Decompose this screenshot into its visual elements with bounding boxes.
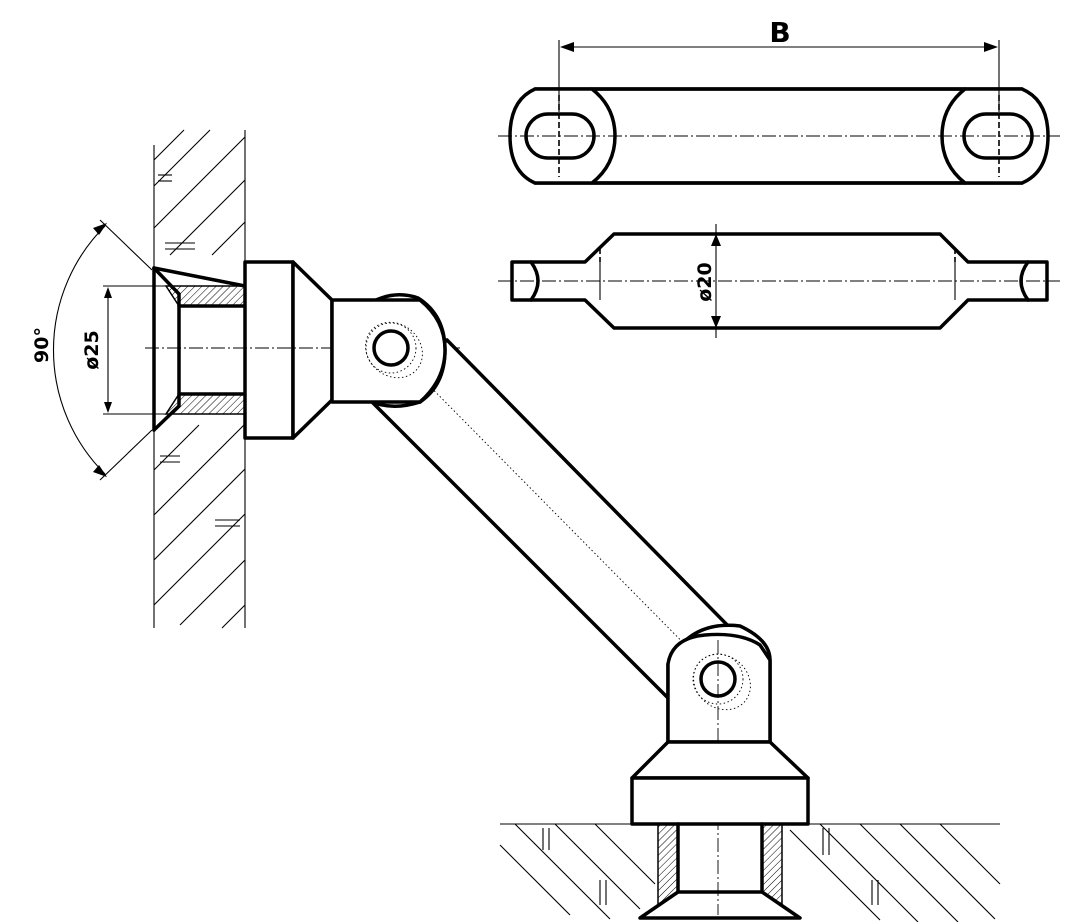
floor [499,823,1001,922]
bore-diameter-label: ø25 [81,330,103,370]
right-slot [962,112,1034,160]
lower-clevis-joint [666,623,772,915]
upper-pin-hole [372,329,410,367]
left-wall-hatching [153,129,246,629]
left-countersunk-sleeve [152,266,247,432]
dimension-length: B [558,16,1000,112]
rod-side-view [498,232,1060,330]
rod-diameter-label: ø20 [694,262,716,302]
lower-flange [630,740,810,826]
dimension-bore-diameter: ø25 [81,285,175,415]
left-flange [145,260,460,440]
dimension-rod-diameter: ø20 [694,224,721,338]
upper-clevis-joint [330,293,447,408]
length-label: B [769,16,790,49]
dimension-countersink-angle: 90° [31,219,153,481]
left-slot [524,112,596,160]
left-wall [153,129,246,629]
rod-top-view [498,87,1060,185]
floor-hatching [499,823,1001,922]
lower-countersunk-sleeve [638,822,802,920]
countersink-angle-label: 90° [31,327,53,363]
